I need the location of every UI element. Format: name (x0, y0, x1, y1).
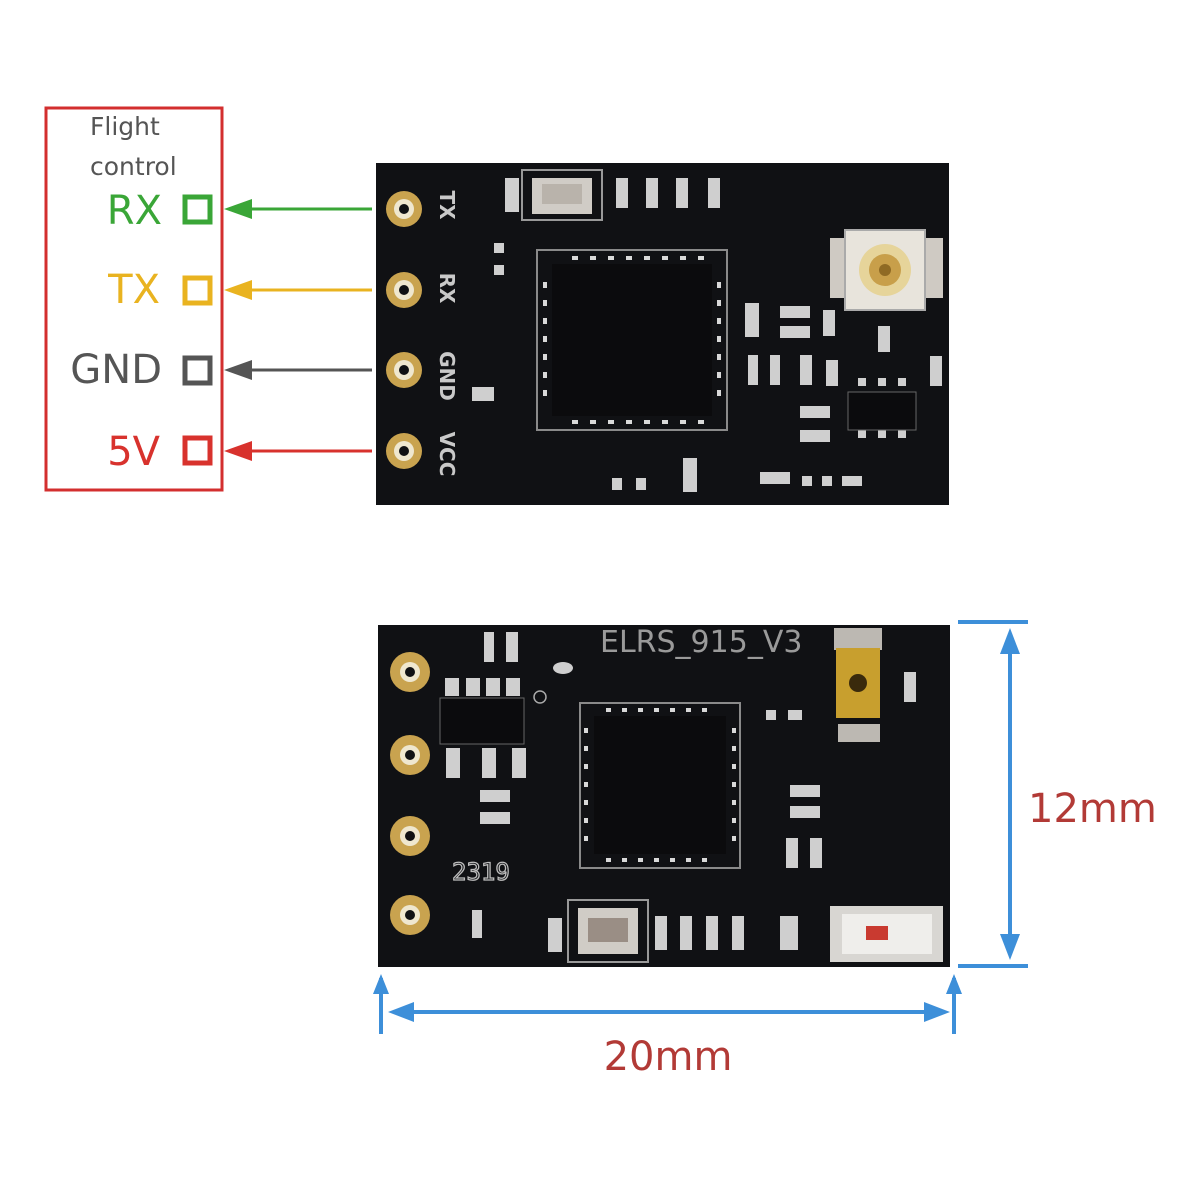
back-pad-4 (390, 895, 430, 935)
silk-label-tx: TX (435, 190, 459, 220)
width-label: 20mm (604, 1034, 733, 1080)
flight-control-panel: Flight control RX TX GND 5V (44, 106, 224, 492)
dimension-height (958, 620, 1028, 968)
silk-label-vcc: VCC (435, 432, 459, 477)
board-bottom-view: ELRS_915_V3 2319 (378, 625, 950, 967)
width-ext-arrow-right (946, 974, 962, 994)
flight-control-title-line1: Flight (90, 112, 160, 141)
arrow-rx (224, 199, 372, 219)
front-smd-components (472, 178, 942, 492)
flight-control-box (44, 106, 224, 492)
back-antenna-pad (834, 628, 882, 742)
back-mcu-chip (579, 702, 741, 869)
fc-pin-label-gnd: GND (70, 347, 162, 393)
width-arrowhead-left (388, 1002, 414, 1022)
front-ic-small (847, 391, 917, 431)
pad-vcc (386, 433, 422, 469)
front-antenna-connector (830, 229, 943, 311)
width-arrowhead-right (924, 1002, 950, 1022)
silk-label-gnd: GND (435, 351, 459, 401)
back-marker-dot (533, 690, 547, 704)
back-pad-2 (390, 735, 430, 775)
wiring-arrows (224, 199, 372, 461)
silk-label-rx: RX (435, 273, 459, 304)
pad-rx (386, 272, 422, 308)
flight-control-title-line2: control (90, 152, 177, 181)
fc-pin-gnd-square (182, 355, 213, 386)
arrow-5v (224, 441, 372, 461)
back-pad-1 (390, 652, 430, 692)
arrow-tx (224, 280, 372, 300)
front-solder-pads (386, 191, 422, 469)
back-smd-components (445, 632, 916, 952)
date-code: 2319 (452, 858, 510, 886)
height-arrowhead-bottom (1000, 934, 1020, 960)
back-crystal (567, 899, 649, 963)
fc-pin-label-5v: 5V (107, 429, 160, 475)
fc-pin-5v-square (182, 435, 213, 466)
board-top-view: TX RX GND VCC (376, 163, 949, 505)
fc-pin-label-rx: RX (107, 188, 162, 234)
width-ext-arrow-left (373, 974, 389, 994)
height-arrowhead-top (1000, 628, 1020, 654)
back-regulator (439, 697, 525, 745)
back-solder-pads (390, 652, 430, 935)
pad-tx (386, 191, 422, 227)
fc-pin-tx-square (182, 275, 213, 306)
front-crystal (521, 169, 603, 221)
board-marking: ELRS_915_V3 (600, 625, 802, 660)
fc-pin-label-tx: TX (107, 267, 160, 313)
height-label: 12mm (1028, 786, 1157, 832)
front-mcu-chip (536, 249, 728, 431)
back-pad-3 (390, 816, 430, 856)
fc-pin-rx-square (182, 194, 213, 225)
pad-gnd (386, 352, 422, 388)
arrow-gnd (224, 360, 372, 380)
dimension-width (373, 974, 962, 1034)
back-led (830, 906, 943, 962)
